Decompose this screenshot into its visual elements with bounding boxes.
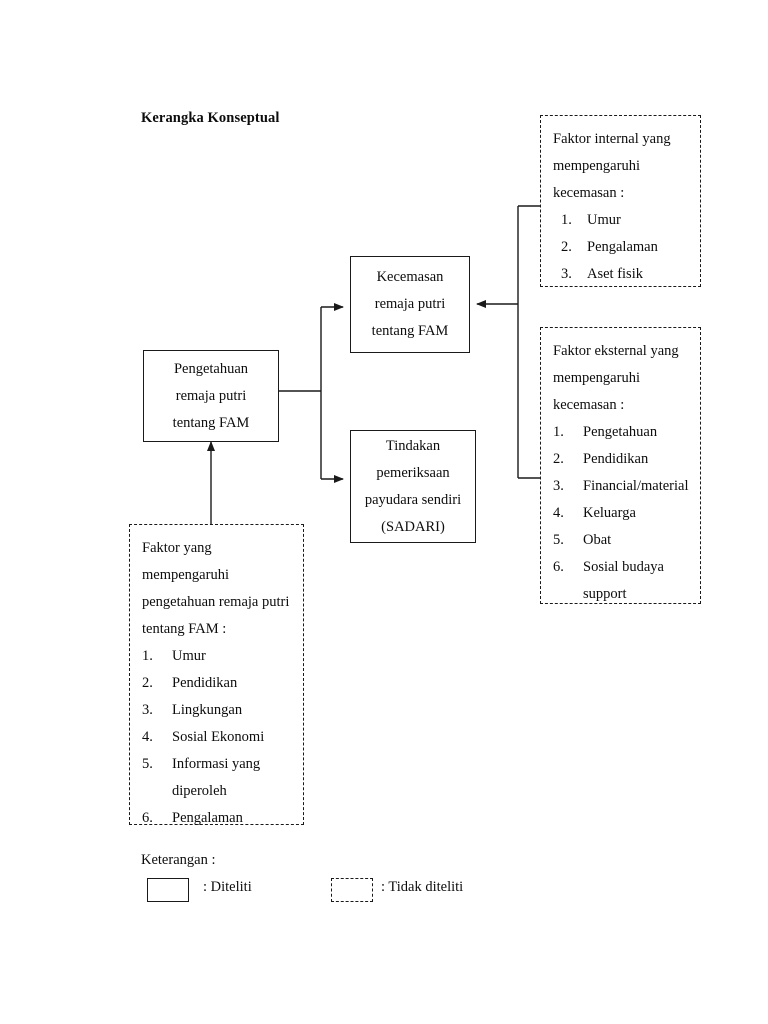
list-item-number: 1. bbox=[561, 212, 572, 228]
list-item-label: Pendidikan bbox=[583, 451, 649, 467]
list-item: 5. Informasi yang diperoleh bbox=[142, 751, 295, 805]
list-item: 3. Lingkungan bbox=[142, 697, 295, 724]
legend-title: Keterangan : bbox=[141, 852, 216, 868]
list-item-label: Sosial Ekonomi bbox=[172, 729, 265, 745]
faktor-internal-lead-3: kecemasan : bbox=[553, 185, 625, 201]
list-item: 4. Sosial Ekonomi bbox=[142, 724, 295, 751]
list-item-number: 3. bbox=[561, 266, 572, 282]
list-item-number: 2. bbox=[561, 239, 572, 255]
list-item-number: 5. bbox=[142, 756, 153, 772]
box-kecemasan[interactable]: Kecemasan remaja putri tentang FAM bbox=[350, 256, 470, 353]
faktor-pengetahuan-lead-2: mempengaruhi bbox=[142, 567, 229, 583]
faktor-pengetahuan-lead-3: pengetahuan remaja putri bbox=[142, 594, 290, 610]
box-tindakan-line-2: pemeriksaan bbox=[376, 464, 450, 481]
list-item-label: Pengalaman bbox=[172, 810, 243, 826]
box-kecemasan-line-2: remaja putri bbox=[374, 296, 446, 312]
list-item-number: 1. bbox=[553, 424, 564, 440]
list-item-number: 6. bbox=[553, 559, 564, 575]
wire-faktor-to-kecemasan bbox=[476, 205, 540, 479]
faktor-pengetahuan-list: 1. Umur 2. Pendidikan 3. Lingkungan 4. Sosia… bbox=[142, 643, 295, 832]
list-item-number: 5. bbox=[553, 532, 564, 548]
list-item-label: Informasi yang bbox=[172, 756, 261, 772]
list-item: 2. Pendidikan bbox=[553, 446, 692, 473]
faktor-eksternal-lead-2: mempengaruhi bbox=[553, 370, 640, 386]
box-kecemasan-line-1: Kecemasan bbox=[376, 269, 444, 285]
list-item-label: Umur bbox=[172, 648, 206, 664]
legend-swatch-solid-icon bbox=[147, 878, 189, 902]
page-title: Kerangka Konseptual bbox=[141, 110, 280, 126]
list-item-number: 3. bbox=[142, 702, 153, 718]
faktor-pengetahuan-lead-1: Faktor yang bbox=[142, 540, 212, 556]
list-item: 1. Umur bbox=[142, 643, 295, 670]
box-tindakan-line-4: (SADARI) bbox=[381, 518, 445, 535]
faktor-internal-list: 1. Umur 2. Pengalaman 3. Aset fisik bbox=[553, 207, 692, 288]
list-item-label-continuation: support bbox=[583, 586, 627, 602]
list-item-label: Pendidikan bbox=[172, 675, 238, 691]
list-item-number: 2. bbox=[553, 451, 564, 467]
list-item: 6. Pengalaman bbox=[142, 805, 295, 832]
faktor-pengetahuan-lead-4: tentang FAM : bbox=[142, 621, 227, 637]
list-item: 1. Pengetahuan bbox=[553, 419, 692, 446]
list-item: 3. Financial/material bbox=[553, 473, 692, 500]
list-item-label: Lingkungan bbox=[172, 702, 243, 718]
list-item-number: 4. bbox=[142, 729, 153, 745]
list-item-label: Obat bbox=[583, 532, 612, 548]
list-item-number: 3. bbox=[553, 478, 564, 494]
box-faktor-pengetahuan[interactable]: Faktor yang mempengaruhi pengetahuan rem… bbox=[129, 524, 304, 826]
box-tindakan-line-3: payudara sendiri bbox=[364, 491, 462, 508]
list-item-label: Umur bbox=[587, 212, 621, 228]
legend-label-diteliti: : Diteliti bbox=[203, 879, 252, 895]
faktor-eksternal-lead-3: kecemasan : bbox=[553, 397, 625, 413]
list-item: 6. Sosial budaya support bbox=[553, 554, 692, 608]
list-item-label: Pengetahuan bbox=[583, 424, 658, 440]
faktor-internal-lead-2: mempengaruhi bbox=[553, 158, 640, 174]
box-tindakan-line-1: Tindakan bbox=[385, 437, 441, 454]
box-pengetahuan[interactable]: Pengetahuan remaja putri tentang FAM bbox=[143, 350, 279, 442]
list-item: 2. Pengalaman bbox=[553, 234, 692, 261]
list-item-number: 2. bbox=[142, 675, 153, 691]
legend-swatch-dashed-icon bbox=[331, 878, 373, 902]
list-item-number: 4. bbox=[553, 505, 564, 521]
legend: Keterangan : : Diteliti : Tidak diteliti bbox=[141, 852, 463, 904]
list-item-label: Financial/material bbox=[583, 478, 689, 494]
box-pengetahuan-line-2: remaja putri bbox=[175, 387, 247, 404]
list-item-number: 6. bbox=[142, 810, 153, 826]
box-pengetahuan-line-3: tentang FAM bbox=[172, 414, 250, 431]
list-item: 3. Aset fisik bbox=[553, 261, 692, 288]
box-pengetahuan-line-1: Pengetahuan bbox=[173, 360, 249, 377]
list-item: 5. Obat bbox=[553, 527, 692, 554]
box-faktor-internal[interactable]: Faktor internal yang mempengaruhi kecema… bbox=[540, 115, 701, 287]
list-item: 2. Pendidikan bbox=[142, 670, 295, 697]
box-kecemasan-line-3: tentang FAM bbox=[371, 323, 449, 339]
list-item-label: Keluarga bbox=[583, 505, 636, 521]
legend-label-tidak-diteliti: : Tidak diteliti bbox=[381, 879, 464, 895]
wire-pengetahuan-split bbox=[279, 303, 344, 483]
list-item-label: Aset fisik bbox=[587, 266, 643, 282]
list-item: 4. Keluarga bbox=[553, 500, 692, 527]
legend-row: : Diteliti : Tidak diteliti bbox=[141, 878, 463, 904]
faktor-internal-lead-1: Faktor internal yang bbox=[553, 131, 671, 147]
box-faktor-eksternal[interactable]: Faktor eksternal yang mempengaruhi kecem… bbox=[540, 327, 701, 604]
faktor-eksternal-list: 1. Pengetahuan 2. Pendidikan 3. Financial/m… bbox=[553, 419, 692, 608]
list-item-number: 1. bbox=[142, 648, 153, 664]
list-item-label-continuation: diperoleh bbox=[172, 783, 227, 799]
list-item-label: Sosial budaya bbox=[583, 559, 664, 575]
faktor-eksternal-lead-1: Faktor eksternal yang bbox=[553, 343, 679, 359]
box-tindakan[interactable]: Tindakan pemeriksaan payudara sendiri (S… bbox=[350, 430, 476, 543]
list-item-label: Pengalaman bbox=[587, 239, 658, 255]
list-item: 1. Umur bbox=[553, 207, 692, 234]
